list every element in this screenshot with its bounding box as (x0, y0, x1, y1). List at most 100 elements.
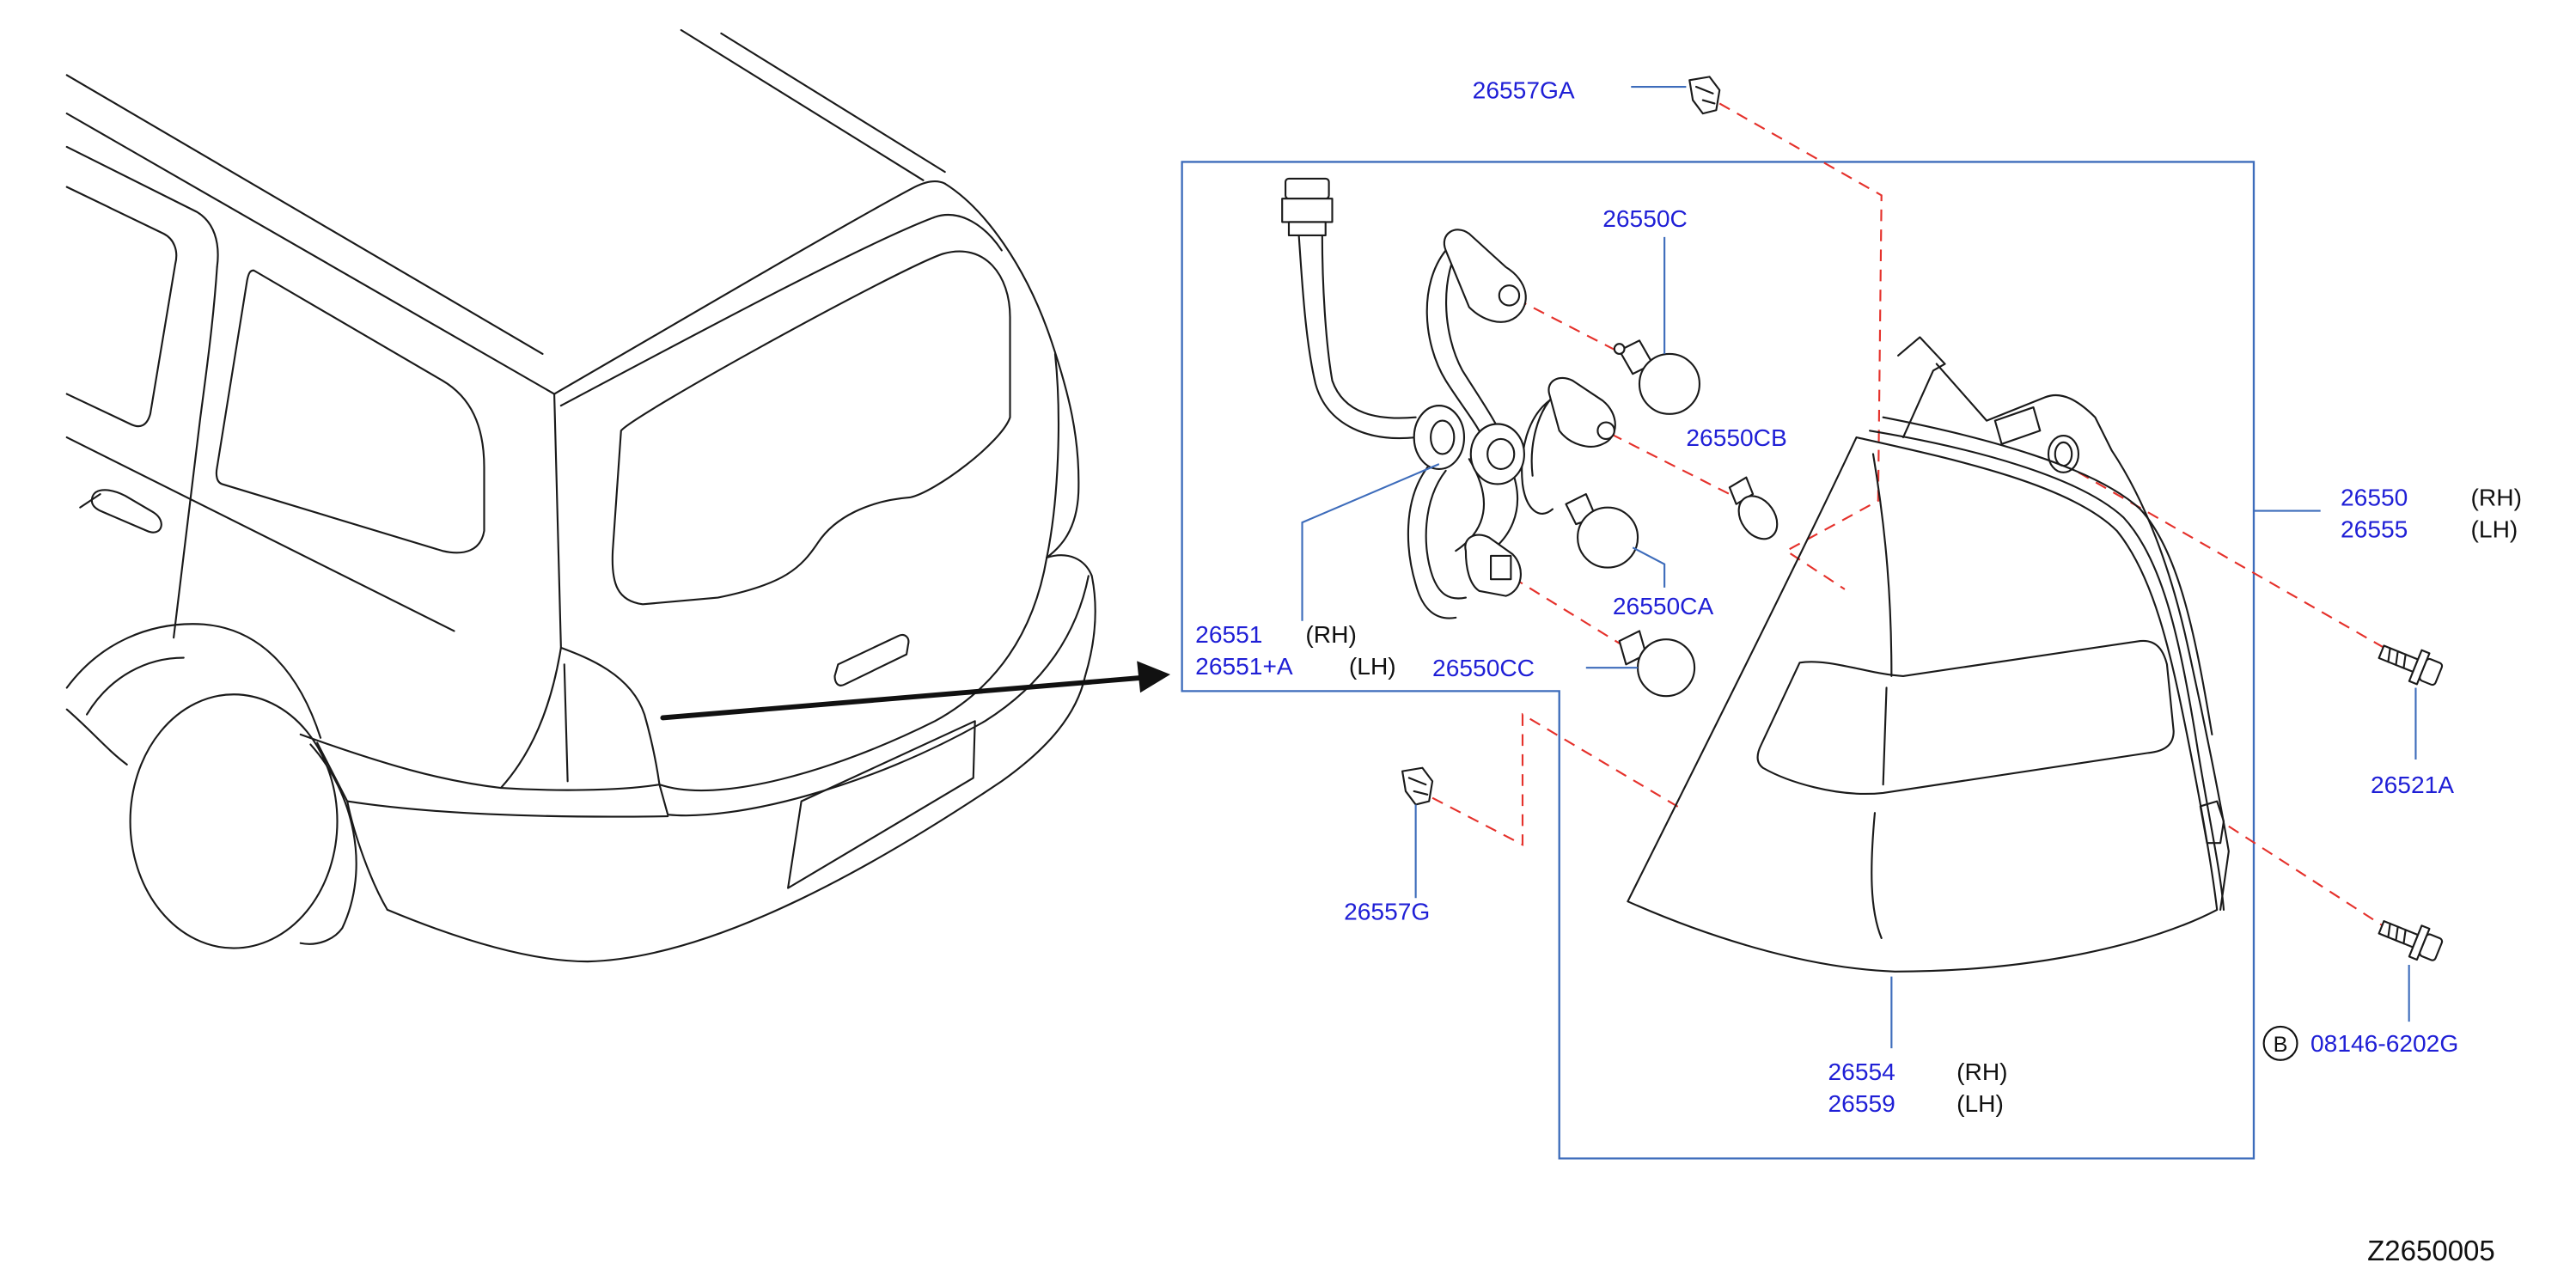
callout-lens-rh-side: (RH) (1956, 1058, 2007, 1085)
lamp-housing-tab (1897, 336, 1946, 439)
grommet-right (1469, 423, 1525, 485)
hidden-lines (1431, 102, 2385, 928)
callout-lens-rh-number: 26554 (1828, 1058, 1895, 1085)
harness-wire-loop-upper (1425, 239, 1509, 452)
roof-top-edge-left (680, 28, 925, 181)
socket-middle-opening (1596, 421, 1615, 441)
belt-line (65, 436, 455, 632)
clip-bottom-body (1401, 766, 1434, 806)
leader-bulb-middle (1632, 546, 1666, 588)
harness-wire-main (1297, 234, 1417, 440)
connector-base (1287, 221, 1327, 237)
leader-lines (1301, 85, 2417, 1049)
hidden-line-bulb-bottom (1511, 576, 1622, 645)
lens-crease-middle (1882, 686, 1888, 786)
callout-clip-bottom: 26557G (1344, 898, 1430, 925)
hidden-line-screw-upper (2078, 471, 2385, 649)
rear-wheel (129, 693, 339, 949)
callout-labels: 26557GA 26550C 26550CB 26550 (RH) 26555 … (1195, 76, 2522, 1117)
vehicle-tail-lamp (499, 646, 661, 791)
vehicle-rear-view (65, 28, 1096, 963)
clip-bottom-detail (1407, 777, 1429, 796)
hidden-line-bulb-small (1610, 433, 1731, 496)
hidden-line-screw-lower (2228, 825, 2385, 928)
socket-lower (1464, 534, 1522, 597)
bumper-right (1046, 554, 1096, 677)
callout-bulb-bottom: 26550CC (1432, 654, 1535, 681)
bulb-top-globe (1638, 352, 1700, 415)
bulb-middle (1565, 493, 1639, 569)
connector-body (1281, 198, 1334, 223)
wheel-arch (65, 623, 322, 739)
clip-top (1688, 76, 1721, 115)
harness-connector (1281, 177, 1334, 237)
bulb-top-contact (1613, 343, 1626, 355)
lens-crease-upper (1871, 453, 1893, 677)
hatch-left-edge (553, 393, 562, 649)
bulb-small (1728, 476, 1779, 540)
callout-screw-lower-number: 08146-6202G (2310, 1029, 2458, 1057)
callout-lamp-lh-number: 26555 (2341, 515, 2408, 543)
screw-upper-head (2419, 657, 2444, 686)
socket-upper (1443, 229, 1527, 323)
callout-bulb-small: 26550CB (1686, 424, 1786, 451)
leader-harness (1301, 463, 1440, 621)
callout-screw-lower: B 08146-6202G (2262, 1025, 2458, 1061)
hidden-line-bulb-top (1515, 297, 1624, 355)
assembly-frame (1181, 161, 2256, 1160)
roof-edge-lower (65, 113, 556, 395)
callout-lamp-rh-side: (RH) (2471, 484, 2522, 511)
bulb-bottom-globe (1636, 638, 1696, 698)
callout-lens-lh-side: (LH) (1956, 1089, 2004, 1117)
callout-harness-rh-side: (RH) (1305, 620, 1356, 648)
screw-upper (2378, 644, 2444, 686)
screw-lower-thread (2387, 922, 2407, 945)
roof-top-edge-right (720, 32, 946, 174)
bumper-top (299, 575, 1090, 817)
callout-lens-lh-number: 26559 (1828, 1089, 1895, 1117)
callout-screw-upper: 26521A (2371, 771, 2454, 798)
screw-lower (2378, 920, 2444, 961)
screw-upper-shaft (2378, 644, 2420, 674)
rear-glass (611, 250, 1011, 606)
grommet-right-outer (1469, 423, 1525, 485)
bulb-top (1613, 339, 1700, 415)
socket-lower-opening (1489, 554, 1512, 581)
callout-harness-lh-number: 26551+A (1195, 652, 1293, 680)
wheel-arch-inner (86, 656, 185, 716)
socket-upper-body (1443, 229, 1527, 323)
door-rear-edge (173, 265, 218, 639)
bulb-middle-globe (1577, 506, 1639, 569)
grommet-left-outer (1413, 405, 1466, 471)
tire-depth (299, 743, 357, 945)
location-arrow (660, 661, 1171, 721)
screw-upper-thread (2387, 647, 2407, 669)
harness-wire-loop-lower (1407, 458, 1519, 619)
clip-top-detail (1694, 85, 1716, 105)
side-panel-edge (1046, 352, 1059, 559)
callout-harness-rh-number: 26551 (1195, 620, 1262, 648)
clip-top-body (1688, 76, 1721, 115)
bumper-corner (316, 741, 388, 911)
lower-body-line (65, 708, 128, 766)
lens-inner-window (1756, 639, 2175, 795)
mount-hole-outer (2047, 435, 2080, 473)
screw-lower-head (2419, 933, 2444, 961)
lens-outline (1627, 436, 2219, 973)
callout-lamp-rh-number: 26550 (2341, 484, 2408, 511)
grommet-left-inner (1430, 419, 1456, 455)
lamp-mount-hole (2047, 435, 2080, 473)
window-frame-top (65, 145, 219, 268)
bulb-small-glass (1737, 495, 1779, 540)
mount-hole-inner (2054, 441, 2073, 467)
hatch-right-edge (943, 182, 1080, 559)
arrow-shaft (660, 674, 1145, 721)
lamp-housing-flange-inner (1869, 430, 2225, 911)
license-plate-recess (787, 720, 976, 889)
lens-crease-lower (1871, 812, 1883, 939)
hidden-line-clip-bottom (1431, 712, 1684, 846)
callout-bulb-top: 26550C (1602, 204, 1688, 232)
hidden-line-clip-top (1718, 102, 1883, 590)
lamp-assembly (1627, 336, 2230, 973)
socket-middle (1547, 376, 1616, 448)
